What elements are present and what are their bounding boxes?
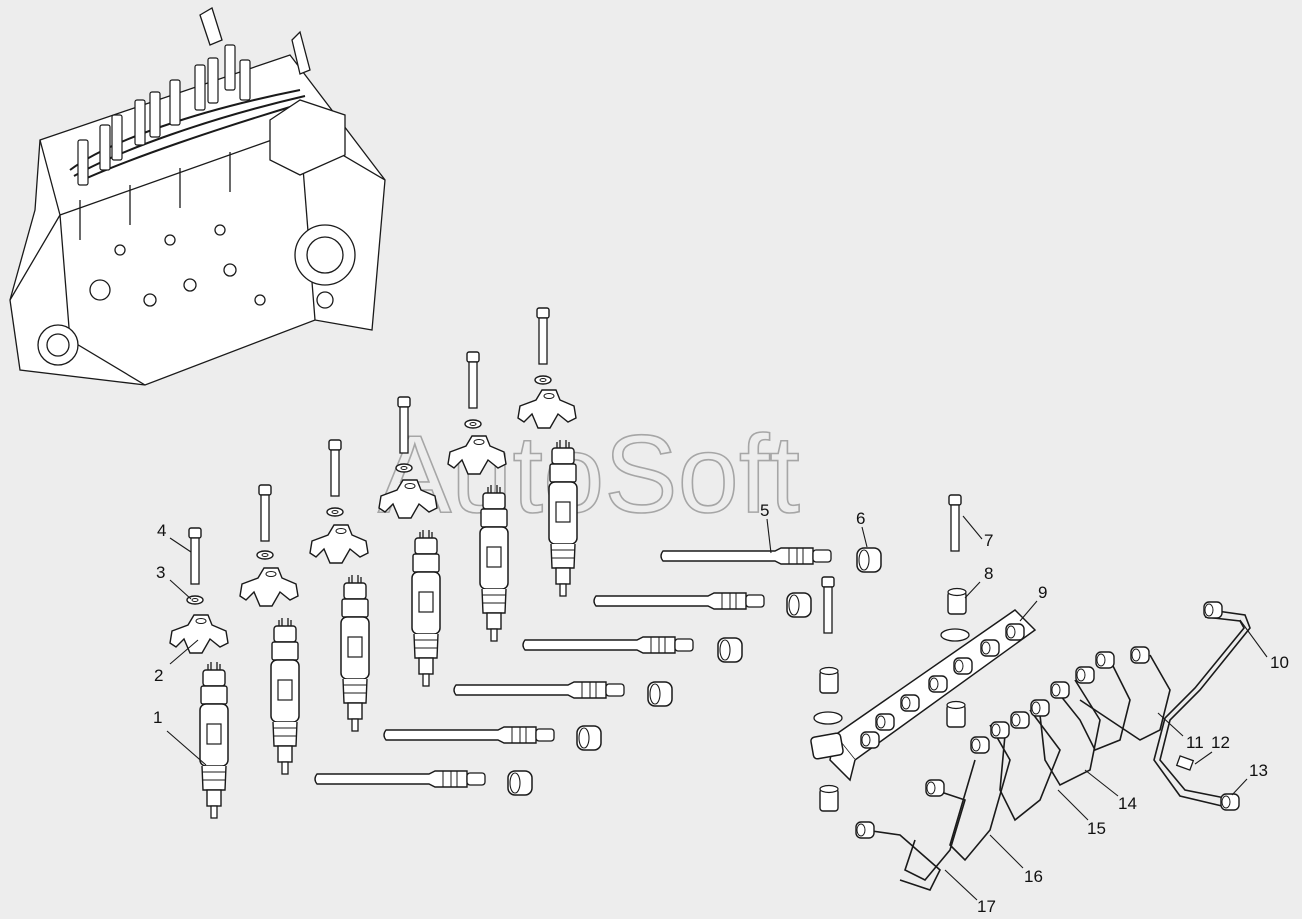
callout-15: 15 [1087, 819, 1106, 838]
rail-mounting-hardware [813, 494, 970, 812]
injector-set-1 [169, 527, 229, 819]
injector-set-2 [239, 484, 300, 775]
high-pressure-pipes [864, 609, 1251, 891]
callout-2: 2 [154, 666, 163, 685]
callout-14: 14 [1118, 794, 1137, 813]
callout-3: 3 [156, 563, 165, 582]
callout-8: 8 [984, 564, 993, 583]
callout-4: 4 [157, 521, 166, 540]
engine-assembly-illustration [9, 7, 386, 386]
callout-16: 16 [1024, 867, 1043, 886]
pipe-end-fittings [855, 601, 1240, 839]
injector-set-3 [309, 439, 370, 732]
callout-11: 11 [1186, 733, 1204, 752]
callout-1: 1 [153, 708, 162, 727]
leader-lines [166, 515, 1268, 901]
common-rail [810, 609, 1037, 782]
callout-labels: 1 2 3 4 5 6 7 8 9 10 11 12 13 14 15 16 1… [153, 501, 1289, 916]
callout-10: 10 [1270, 653, 1289, 672]
callout-5: 5 [760, 501, 769, 520]
callout-7: 7 [984, 531, 993, 550]
callout-13: 13 [1249, 761, 1268, 780]
callout-9: 9 [1038, 583, 1047, 602]
callout-17: 17 [977, 897, 996, 916]
callout-6: 6 [856, 509, 865, 528]
connector-tubes [314, 547, 832, 788]
callout-12: 12 [1211, 733, 1230, 752]
watermark-text: AutoSoft [378, 413, 800, 536]
